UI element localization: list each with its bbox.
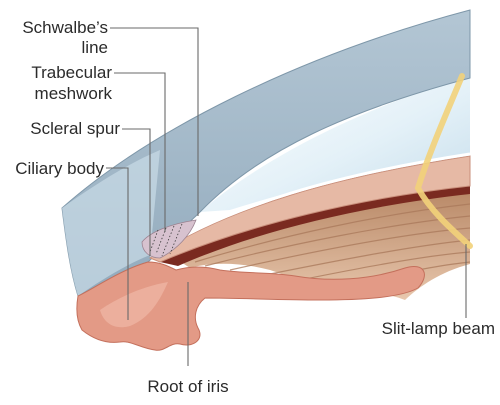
leader-ciliary-body <box>106 167 129 320</box>
label-root-of-iris: Root of iris <box>147 377 228 396</box>
ciliary-highlight <box>100 282 168 328</box>
label-schwalbes-line-1: Schwalbe’s <box>22 18 108 37</box>
label-ciliary-body: Ciliary body <box>15 159 104 178</box>
anterior-chamber <box>200 76 470 212</box>
label-trabecular-1: Trabecular <box>31 63 112 82</box>
label-schwalbes-line-2: line <box>82 38 108 57</box>
trabecular-mesh-dots <box>149 223 183 257</box>
leader-scleral-spur <box>122 128 151 256</box>
slit-lamp-beam <box>414 73 473 249</box>
iris-pigment-layer <box>160 186 470 266</box>
label-slit-lamp-beam: Slit-lamp beam <box>382 319 495 338</box>
label-trabecular-2: meshwork <box>35 84 113 103</box>
leader-schwalbes-line <box>110 27 199 216</box>
scleral-lighter-region <box>62 150 160 296</box>
leader-trabecular-meshwork <box>114 72 166 232</box>
iris-surface <box>148 155 471 263</box>
label-scleral-spur: Scleral spur <box>30 119 120 138</box>
trabecular-meshwork <box>141 219 197 259</box>
